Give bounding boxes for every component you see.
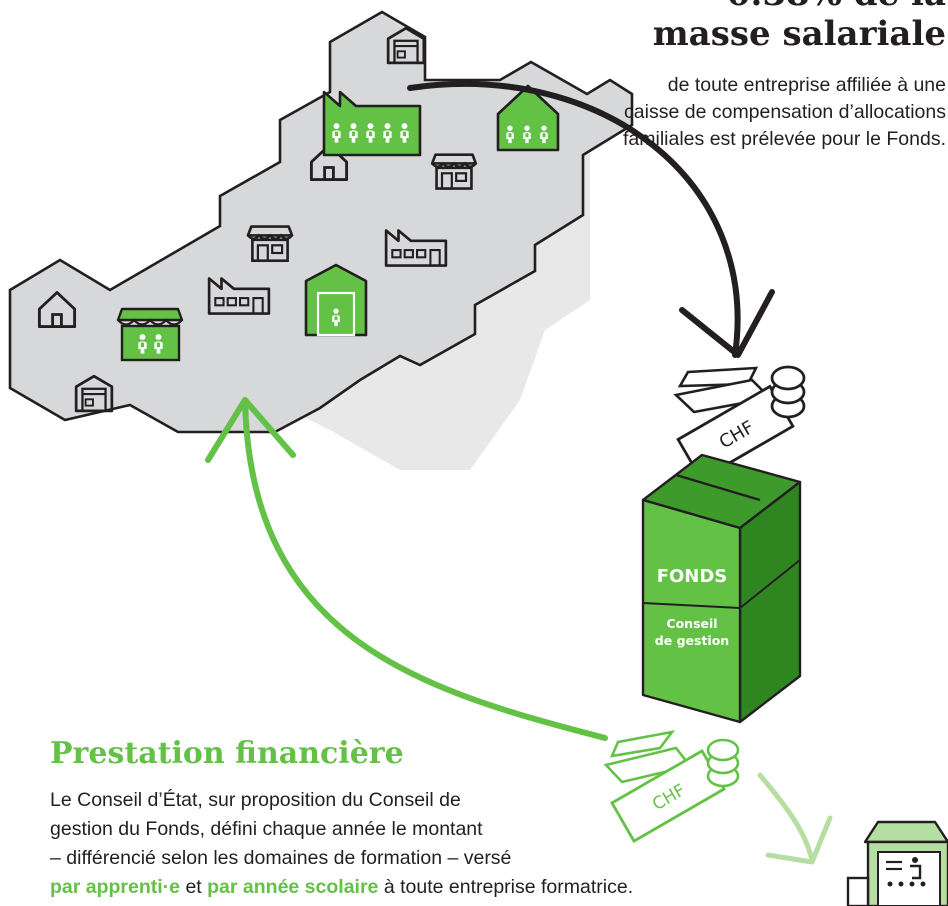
shop-icon bbox=[116, 307, 184, 362]
benefit-line-4: par apprenti·e et par année scolaire à t… bbox=[50, 873, 770, 902]
benefit-end: à toute entreprise formatrice. bbox=[378, 876, 634, 898]
benefit-arrow bbox=[205, 397, 608, 741]
region-map bbox=[8, 10, 634, 470]
benefit-line-3: – différencié selon les domaines de form… bbox=[50, 847, 512, 869]
contribution-heading: 0.38% de la masse salariale bbox=[653, 0, 946, 54]
contribution-heading-line1: 0.38% de la bbox=[653, 0, 946, 14]
school-icon bbox=[846, 820, 948, 906]
school-arrow bbox=[757, 772, 833, 865]
factory-icon bbox=[322, 90, 422, 157]
contribution-heading-line2: masse salariale bbox=[652, 14, 946, 54]
fund-sublabel-2: de gestion bbox=[655, 633, 729, 648]
fund-sublabel-1: Conseil bbox=[666, 616, 717, 631]
benefit-line-2: gestion du Fonds, défini chaque année le… bbox=[50, 818, 483, 840]
fund-box: FONDS Conseil de gestion bbox=[641, 453, 802, 724]
highlight-per-apprentice: par apprenti·e bbox=[50, 876, 181, 898]
map-area bbox=[8, 10, 634, 434]
coins-icon bbox=[770, 365, 806, 419]
benefit-connector: et bbox=[180, 876, 208, 898]
fund-label: FONDS bbox=[657, 566, 728, 587]
highlight-per-school-year: par année scolaire bbox=[207, 876, 379, 898]
map-icons bbox=[37, 26, 560, 413]
contribution-arrow bbox=[407, 81, 775, 358]
coins-icon bbox=[706, 738, 740, 788]
benefit-heading: Prestation financière bbox=[50, 736, 404, 771]
benefit-line-1: Le Conseil d’État, sur proposition du Co… bbox=[50, 789, 461, 811]
contribution-description: de toute entreprise affiliée à une caiss… bbox=[623, 74, 946, 150]
warehouse-icon bbox=[304, 263, 368, 337]
benefit-description: Le Conseil d’État, sur proposition du Co… bbox=[50, 786, 770, 902]
